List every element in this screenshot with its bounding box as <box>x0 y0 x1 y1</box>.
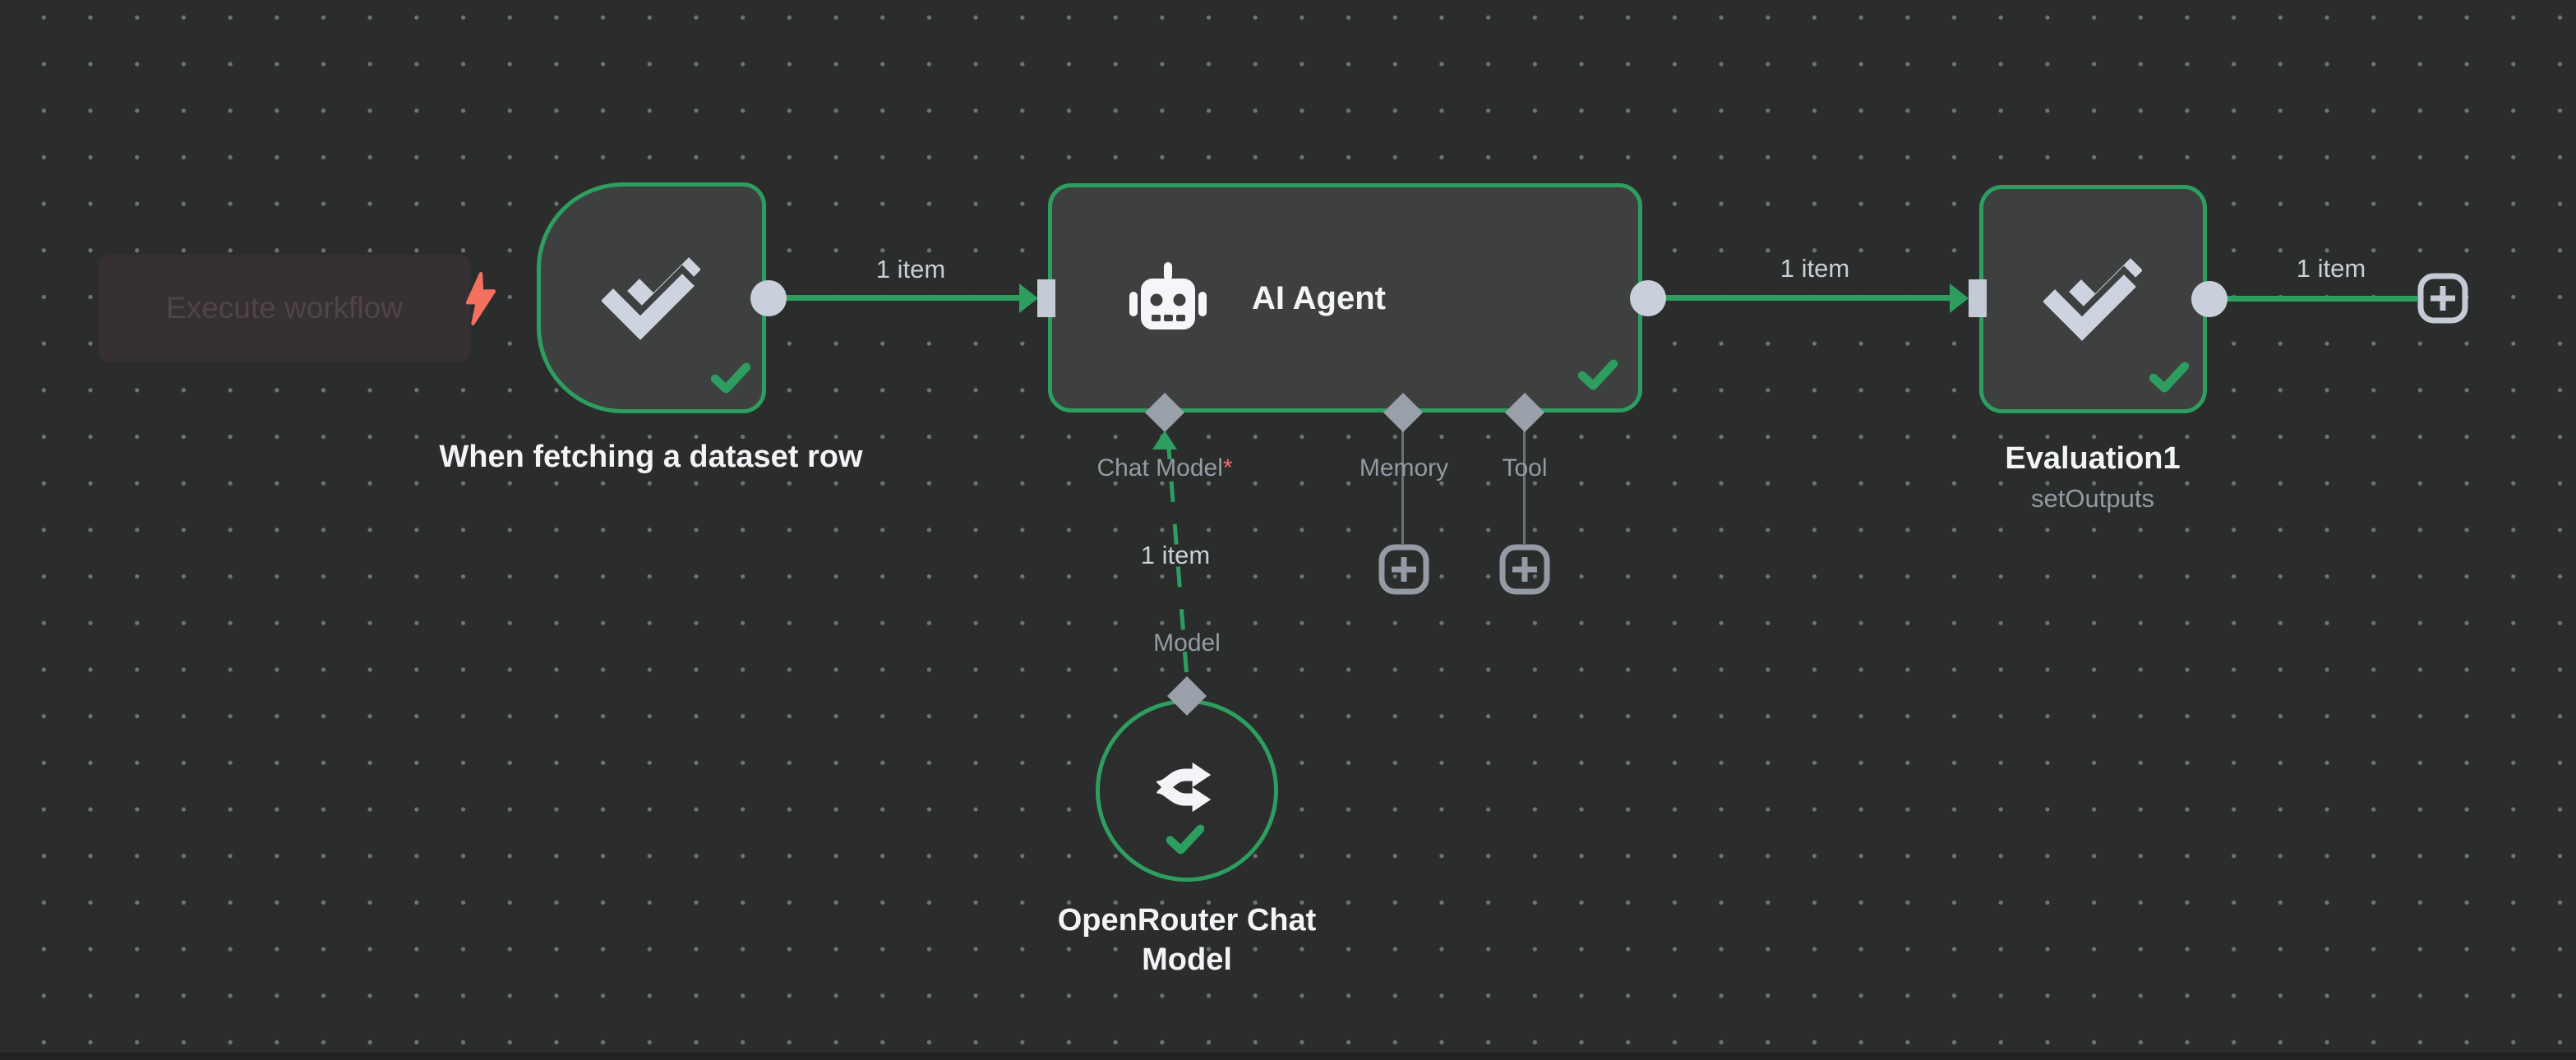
agent-node-title: AI Agent <box>1252 280 1386 316</box>
connection-evaluation-plus <box>2209 296 2417 302</box>
agent-output-port[interactable] <box>1630 280 1666 316</box>
required-asterisk: * <box>1222 454 1233 482</box>
evaluation-node-label: Evaluation1 <box>2005 441 2181 476</box>
robot-icon <box>1129 262 1207 330</box>
connection-model-dashed <box>1166 438 1191 699</box>
chat-model-port-label: Chat Model* <box>1096 454 1233 482</box>
connection-arrowhead <box>1950 283 1969 313</box>
model-node-label: OpenRouter Chat Model <box>1057 903 1317 977</box>
canvas-bottom-edge <box>0 1053 2576 1060</box>
connection-arrowhead <box>1019 283 1038 313</box>
trigger-bolt-icon <box>465 272 496 325</box>
tool-drop-line <box>1523 426 1526 544</box>
double-check-icon <box>2043 258 2142 348</box>
success-check-icon <box>711 362 750 394</box>
execute-workflow-button[interactable]: Execute workflow <box>99 255 470 362</box>
model-input-label: Model <box>1153 629 1221 657</box>
agent-input-port[interactable] <box>1037 279 1055 317</box>
add-node-button[interactable] <box>2417 273 2468 324</box>
add-tool-button[interactable] <box>1499 544 1550 595</box>
tool-port-label: Tool <box>1502 454 1548 482</box>
success-check-icon <box>2149 362 2189 393</box>
node-openrouter-chat-model[interactable] <box>1096 699 1278 882</box>
connection-trigger-agent <box>769 295 1021 301</box>
connection-agent-evaluation <box>1648 295 1950 301</box>
execute-workflow-label: Execute workflow <box>166 291 403 325</box>
add-memory-button[interactable] <box>1378 544 1429 595</box>
evaluation-node-subtitle: setOutputs <box>2031 484 2154 513</box>
openrouter-shuffle-icon <box>1150 762 1212 813</box>
trigger-node-label: When fetching a dataset row <box>439 440 863 474</box>
success-check-icon <box>1578 359 1618 390</box>
success-check-icon <box>1166 824 1204 855</box>
connection-items-label: 1 item <box>1780 254 1850 283</box>
evaluation-output-port[interactable] <box>2191 281 2227 317</box>
memory-drop-line <box>1401 426 1404 544</box>
double-check-icon <box>602 257 700 347</box>
trigger-output-port[interactable] <box>750 280 787 316</box>
model-connection-items-label: 1 item <box>1140 541 1211 569</box>
evaluation-input-port[interactable] <box>1969 279 1987 317</box>
connection-arrowhead-up <box>1152 431 1177 449</box>
connection-items-label: 1 item <box>875 255 946 283</box>
connection-items-label: 1 item <box>2296 254 2366 283</box>
memory-port-label: Memory <box>1359 454 1449 482</box>
